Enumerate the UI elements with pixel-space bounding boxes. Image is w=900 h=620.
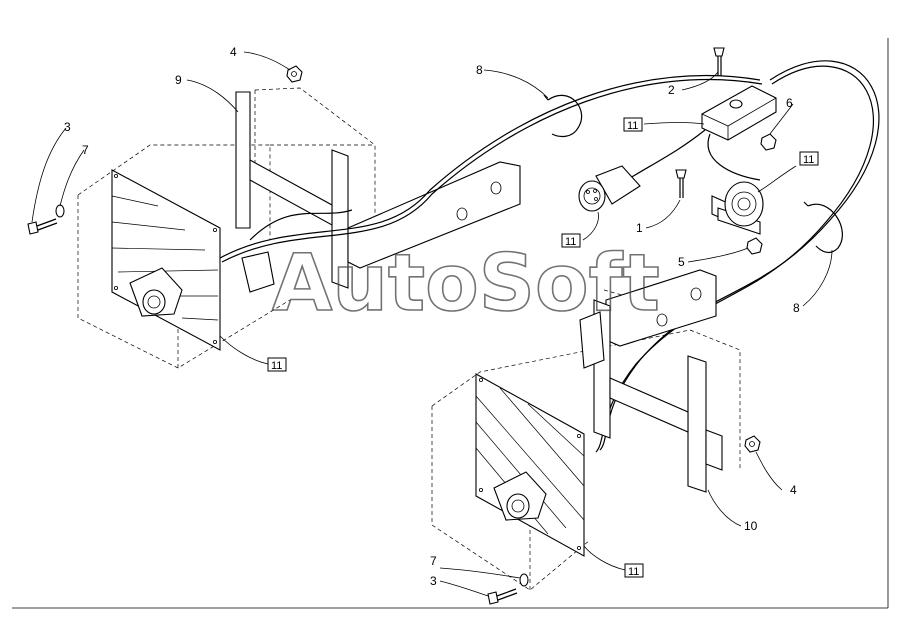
panel-rivet <box>114 285 119 290</box>
right-nut <box>744 435 761 453</box>
watermark: AutoSoft <box>272 239 660 329</box>
left-bracket-post-front <box>331 149 349 289</box>
callout-7-washer: 7 <box>430 554 437 568</box>
boxed-callout-11-right-panel: 11 <box>628 566 639 578</box>
callout-1-bolt: 1 <box>636 221 643 235</box>
boxed-callout-11-left-panel: 11 <box>271 360 282 372</box>
right-junction-block <box>579 311 605 369</box>
callout-8-clip: 8 <box>793 301 800 315</box>
left-bracket-post-rear <box>235 91 251 229</box>
callout-4-nut: 4 <box>790 483 797 497</box>
arm-hole-2 <box>456 207 468 221</box>
callout-3-bolt: 3 <box>430 574 437 588</box>
leader-lines <box>31 51 833 597</box>
right-bracket-post-rear <box>687 355 707 493</box>
left-lamp-lens <box>142 289 166 315</box>
right-bracket-tab <box>705 429 723 471</box>
left-light-panel <box>111 169 221 351</box>
callout-9-bracket: 9 <box>175 73 182 87</box>
callout-5-nut: 5 <box>678 255 685 269</box>
boxed-callout-11-plug: 11 <box>565 236 576 248</box>
left-washer <box>55 204 65 218</box>
cable-clip-right <box>807 203 843 254</box>
junction-box <box>701 85 777 141</box>
right-lamp-lens <box>506 493 530 519</box>
left-mounting-arm <box>347 161 521 269</box>
arm-hole-1 <box>490 181 502 195</box>
boxed-callout-11-socket: 11 <box>803 154 814 166</box>
boxed-callout-11-junction-box: 11 <box>627 120 638 132</box>
panel-rivet <box>212 339 217 344</box>
right-bracket-beam <box>609 377 689 433</box>
bolt-1 <box>675 169 687 198</box>
nut-6 <box>760 133 777 151</box>
right-bolt <box>487 588 518 605</box>
left-nut <box>286 65 303 83</box>
trailer-plug <box>578 165 641 212</box>
left-bracket-beam <box>249 159 333 226</box>
left-junction-block <box>241 251 275 293</box>
cable-clip-top <box>547 94 583 138</box>
panel-rivet <box>114 173 119 178</box>
callout-4-nut: 4 <box>230 45 237 59</box>
panel-rivet <box>212 227 217 232</box>
callout-10-bracket: 10 <box>744 519 758 533</box>
callout-3-bolt: 3 <box>64 120 71 134</box>
right-light-assembly <box>431 269 761 605</box>
trailer-socket <box>711 181 764 235</box>
callout-7-washer: 7 <box>82 143 89 157</box>
callout-6-nut: 6 <box>786 96 793 110</box>
nut-5 <box>746 237 763 255</box>
callout-8-clip: 8 <box>476 63 483 77</box>
bolt-2 <box>713 47 725 76</box>
left-light-assembly <box>27 65 521 369</box>
right-washer <box>519 573 529 587</box>
callout-2-bolt: 2 <box>668 83 675 97</box>
left-bolt <box>27 218 58 235</box>
right-light-panel <box>475 373 585 557</box>
